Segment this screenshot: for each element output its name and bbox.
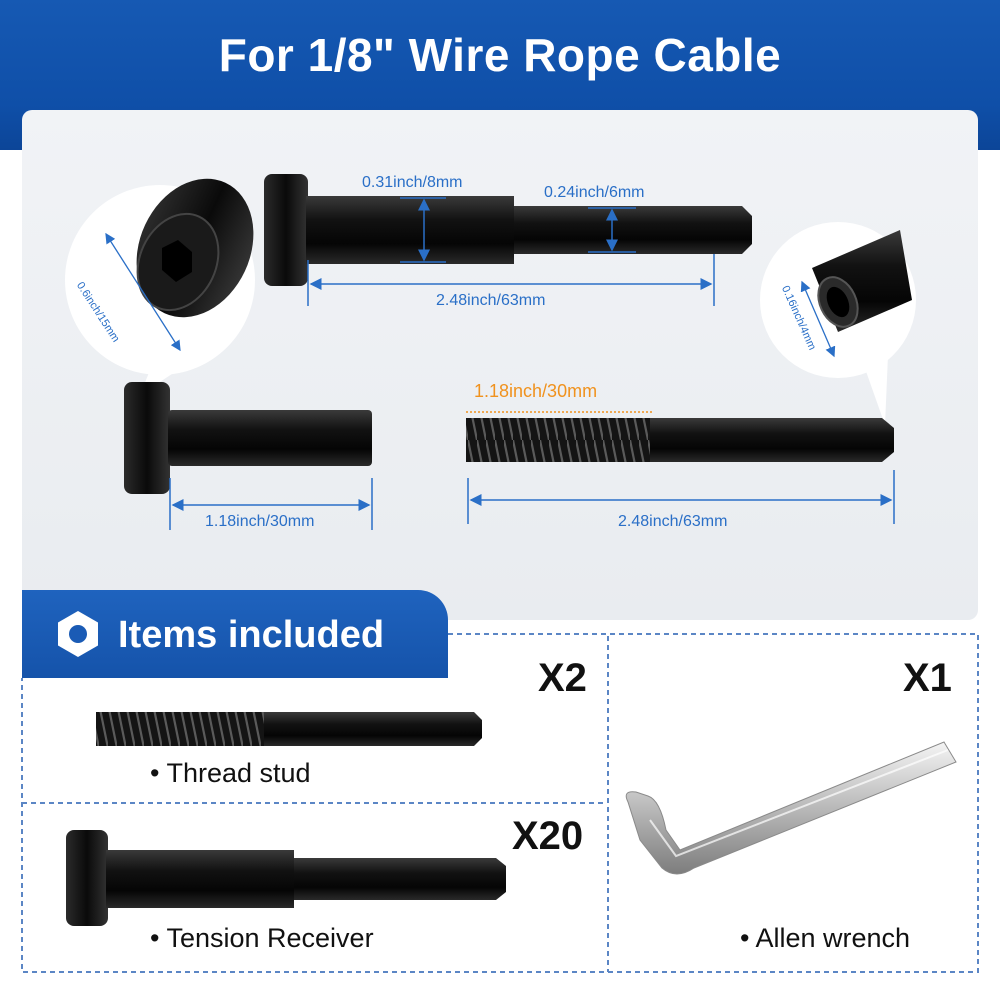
stud-length-label: 2.48inch/63mm xyxy=(618,513,728,530)
thread-stud-image xyxy=(96,712,482,746)
items-included-heading: Items included xyxy=(118,614,385,656)
thread-stud-count: X2 xyxy=(538,656,587,700)
receiver-tip-dia-label: 0.24inch/6mm xyxy=(544,184,645,201)
tip-closeup xyxy=(760,222,916,425)
receiver-head-dia-label: 0.31inch/8mm xyxy=(362,174,463,191)
hex-nut-icon xyxy=(58,611,98,657)
page-title: For 1/8" Wire Rope Cable xyxy=(218,29,782,81)
short-bolt-diagram xyxy=(124,382,373,530)
thread-length-label: 1.18inch/30mm xyxy=(474,381,598,401)
tension-receiver-count: X20 xyxy=(512,814,584,858)
receiver-tip xyxy=(514,206,752,254)
stud-top-diagram xyxy=(466,411,895,524)
receiver-head xyxy=(264,174,308,286)
receiver-top-diagram xyxy=(264,174,752,306)
short-bolt-length-label: 1.18inch/30mm xyxy=(205,513,315,530)
tension-receiver-image xyxy=(66,830,506,926)
tension-receiver-label: • Tension Receiver xyxy=(150,923,374,953)
thread-stud-label: • Thread stud xyxy=(150,758,311,788)
head-closeup xyxy=(65,178,255,395)
receiver-body xyxy=(306,196,514,264)
receiver-length-label: 2.48inch/63mm xyxy=(436,292,546,309)
allen-wrench-count: X1 xyxy=(903,656,952,700)
items-frame xyxy=(21,633,979,973)
allen-wrench-image xyxy=(625,741,957,875)
allen-wrench-label: • Allen wrench xyxy=(740,923,911,953)
